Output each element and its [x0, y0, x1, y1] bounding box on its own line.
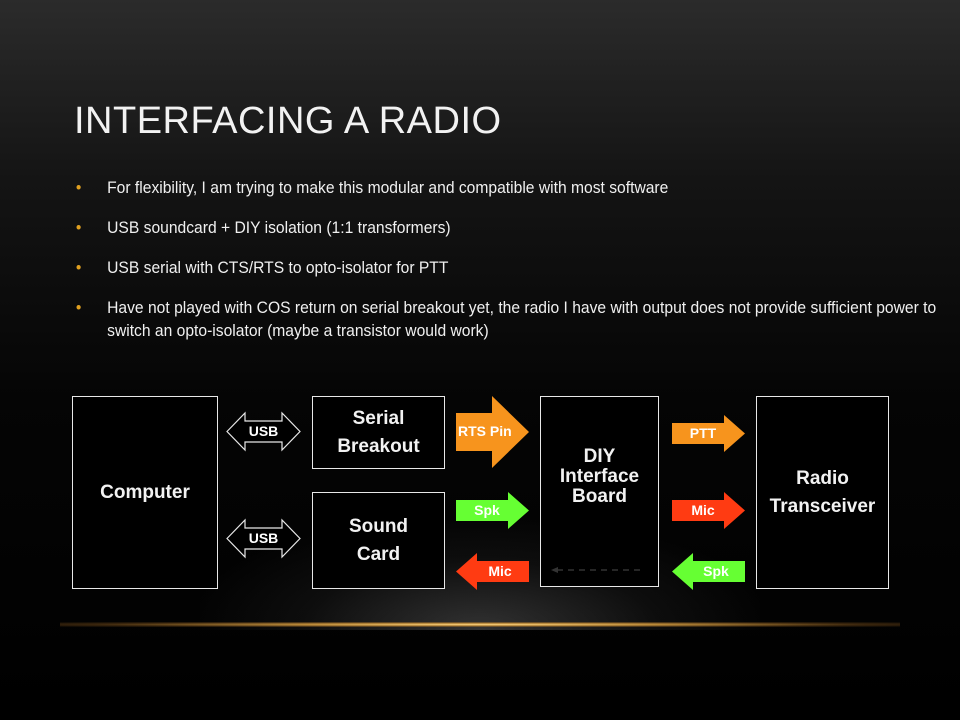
- bullet-icon: •: [75, 218, 82, 237]
- bullet-item: •USB soundcard + DIY isolation (1:1 tran…: [75, 218, 451, 237]
- bullet-item: •USB serial with CTS/RTS to opto-isolato…: [75, 258, 449, 277]
- slide-title: INTERFACING A RADIO: [74, 100, 502, 142]
- sound-card-box: Sound Card: [312, 492, 445, 589]
- usb-double-arrow-bottom: USB: [226, 518, 301, 559]
- ptt-arrow: PTT: [672, 415, 745, 452]
- mic-arrow-to-radio: Mic: [672, 492, 745, 529]
- bullet-icon: •: [75, 178, 82, 197]
- usb-double-arrow-top: USB: [226, 411, 301, 452]
- spk-arrow-to-diy: Spk: [456, 492, 529, 529]
- rts-pin-arrow: RTS Pin: [456, 396, 529, 468]
- bullet-list: •For flexibility, I am trying to make th…: [74, 176, 936, 359]
- bullet-icon: •: [75, 258, 82, 277]
- diy-interface-board-box: DIY Interface Board: [540, 396, 659, 587]
- serial-breakout-box: Serial Breakout: [312, 396, 445, 469]
- bullet-icon: •: [75, 298, 82, 317]
- bullet-item: •For flexibility, I am trying to make th…: [75, 178, 669, 197]
- spk-arrow-from-radio: Spk: [672, 553, 745, 590]
- computer-box: Computer: [72, 396, 218, 589]
- dashed-arrow: [551, 567, 641, 573]
- radio-transceiver-box: Radio Transceiver: [756, 396, 889, 589]
- decorative-gold-line: [60, 622, 900, 627]
- bullet-item: •Have not played with COS return on seri…: [75, 298, 937, 340]
- mic-arrow-to-sound-card: Mic: [456, 553, 529, 590]
